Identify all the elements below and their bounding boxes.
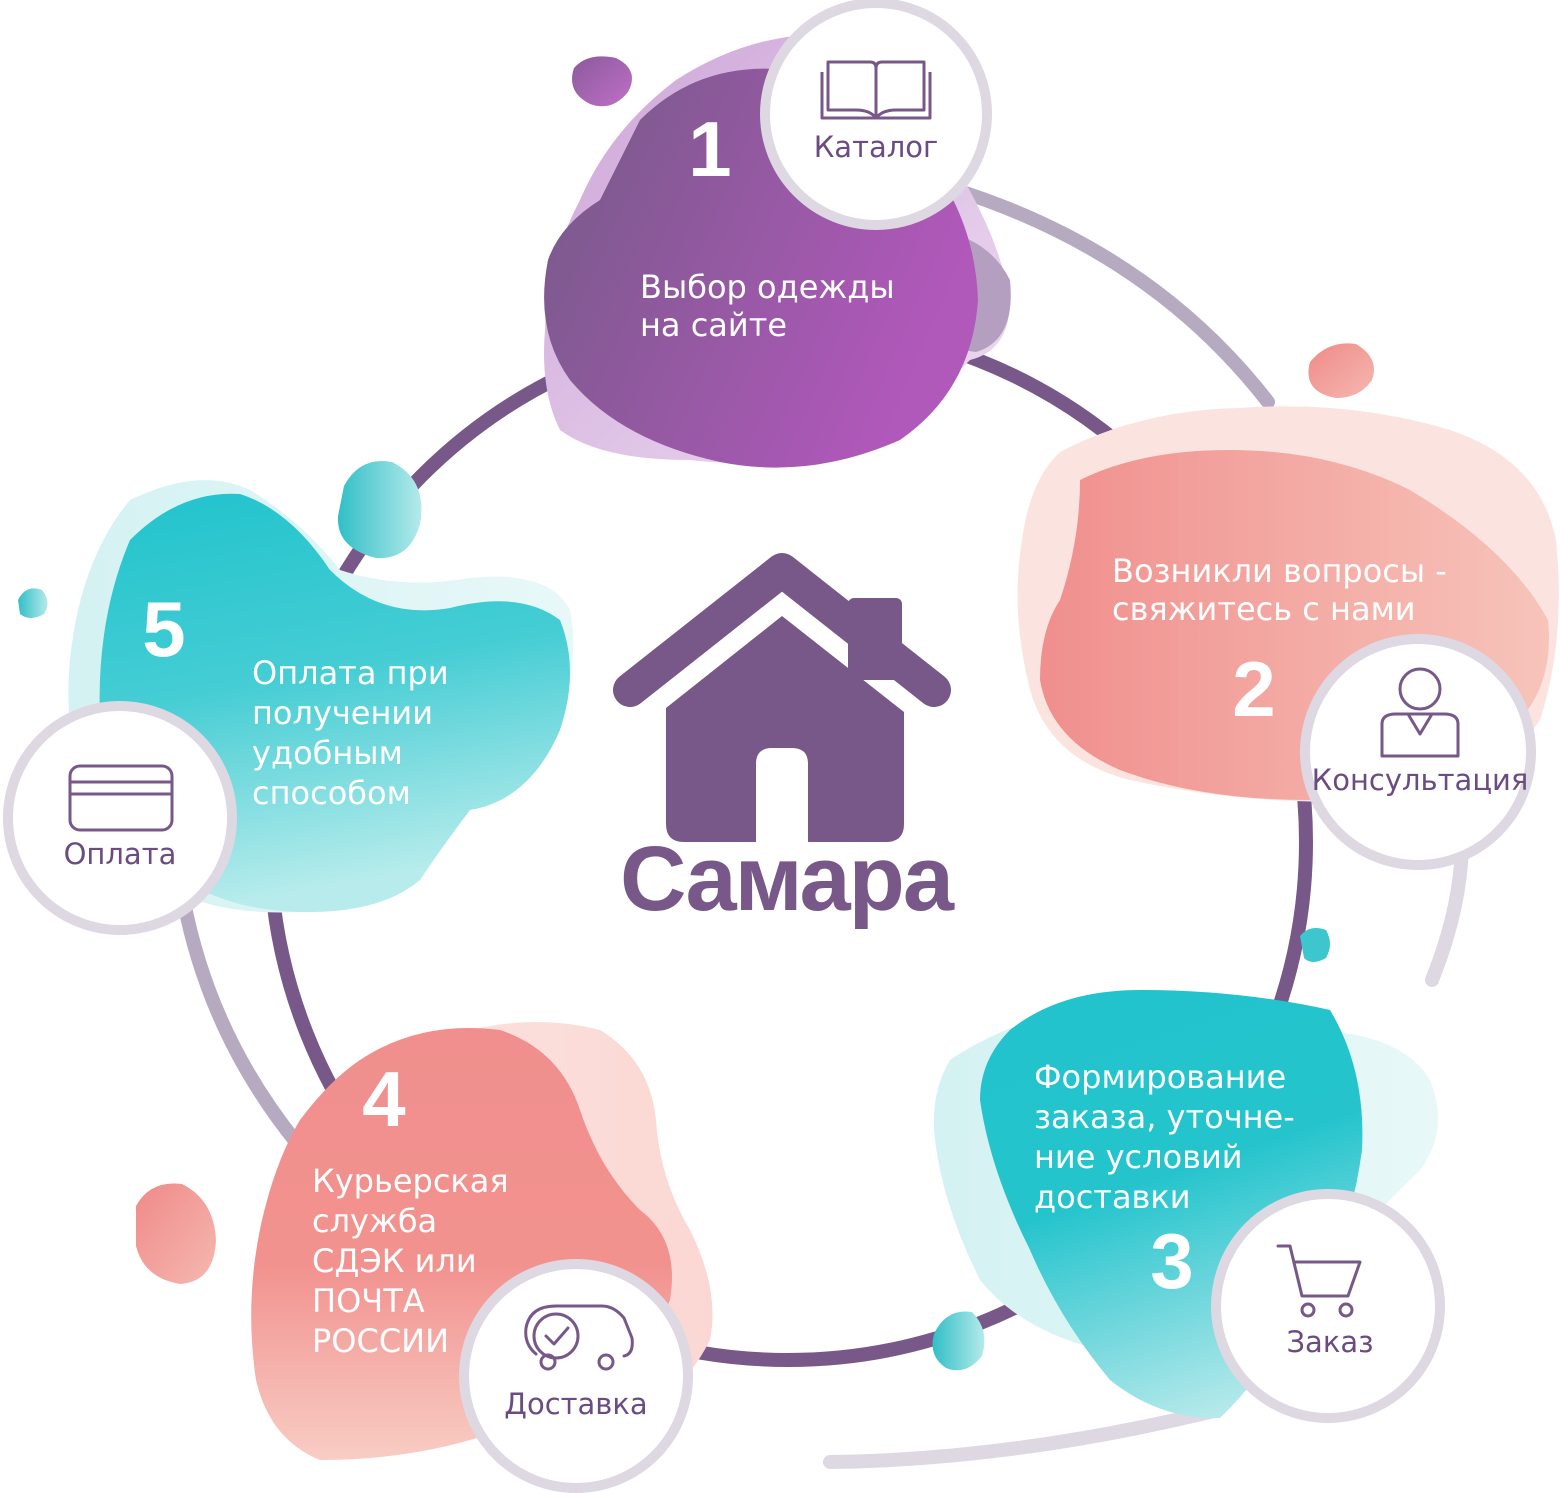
outer-arc-bottom bbox=[823, 1405, 1217, 1469]
outer-arc-left bbox=[177, 895, 303, 1149]
step-1-circle[interactable]: Каталог bbox=[760, 0, 992, 230]
step-2-circle-shape bbox=[1300, 634, 1536, 870]
step-2-description: Возникли вопросы - свяжитесь с нами bbox=[1112, 552, 1457, 628]
step-2-line-1: Возникли вопросы - bbox=[1112, 552, 1447, 590]
step-4-line-5: РОССИИ bbox=[312, 1322, 449, 1360]
step-1-line-2: на сайте bbox=[640, 306, 787, 344]
step-5-line-3: удобным bbox=[252, 734, 403, 772]
drop-pink-left bbox=[136, 1183, 216, 1284]
step-4-label: Доставка bbox=[504, 1387, 647, 1421]
step-4-line-4: ПОЧТА bbox=[312, 1282, 425, 1320]
decor-drops bbox=[18, 56, 1374, 1371]
step-5-circle-shape bbox=[3, 701, 237, 935]
step-2-circle[interactable]: Консультация bbox=[1300, 634, 1536, 870]
step-5-line-2: получении bbox=[252, 694, 433, 732]
step-2-line-2: свяжитесь с нами bbox=[1112, 590, 1416, 628]
step-1-label: Каталог bbox=[814, 130, 939, 164]
step-3-line-4: доставки bbox=[1034, 1178, 1191, 1216]
card-icon bbox=[68, 764, 174, 832]
drop-teal-small-right bbox=[1300, 928, 1330, 962]
step-5-circle[interactable]: Оплата bbox=[3, 701, 237, 935]
step-3-label: Заказ bbox=[1286, 1325, 1373, 1359]
step-4-number: 4 bbox=[362, 1055, 405, 1143]
step-5-line-4: способом bbox=[252, 774, 411, 812]
step-1-description: Выбор одежды на сайте bbox=[640, 268, 905, 344]
truck-icon bbox=[524, 1304, 634, 1371]
step-4-circle[interactable]: Доставка bbox=[459, 1259, 693, 1493]
step-3-line-1: Формирование bbox=[1034, 1058, 1286, 1096]
city-title: Самара bbox=[620, 828, 955, 930]
step-1-line-1: Выбор одежды bbox=[640, 268, 895, 306]
book-icon bbox=[820, 60, 932, 120]
cart-icon bbox=[1276, 1244, 1362, 1318]
step-1-number: 1 bbox=[688, 105, 731, 193]
step-3-line-2: заказа, уточне- bbox=[1034, 1098, 1295, 1136]
step-5-line-1: Оплата при bbox=[252, 654, 449, 692]
house-body bbox=[666, 616, 904, 842]
step-4-line-3: СДЭК или bbox=[312, 1242, 477, 1280]
step-3-circle[interactable]: Заказ bbox=[1211, 1189, 1445, 1423]
outer-arc-top-right bbox=[943, 181, 1275, 409]
step-2-number: 2 bbox=[1232, 645, 1275, 733]
house-icon bbox=[613, 553, 951, 842]
step-3-description: Формирование заказа, уточне- ние условий… bbox=[1034, 1058, 1305, 1216]
step-3-circle-shape bbox=[1211, 1189, 1445, 1423]
step-3-number: 3 bbox=[1150, 1217, 1193, 1305]
step-4-line-2: служба bbox=[312, 1202, 437, 1240]
step-3-line-3: ние условий bbox=[1034, 1138, 1243, 1176]
step-4-description: Курьерская служба СДЭК или ПОЧТА РОССИИ bbox=[312, 1162, 519, 1360]
step-5-label: Оплата bbox=[64, 837, 177, 871]
drop-purple bbox=[572, 56, 632, 107]
drop-teal-small-left bbox=[18, 588, 48, 618]
person-icon bbox=[1380, 667, 1460, 758]
house-chimney bbox=[848, 598, 902, 680]
step-5-description: Оплата при получении удобным способом bbox=[252, 654, 459, 812]
drop-teal-bottom bbox=[932, 1311, 985, 1371]
drop-teal-top bbox=[337, 461, 422, 559]
drop-pink-right bbox=[1308, 343, 1374, 398]
step-4-circle-shape bbox=[459, 1259, 693, 1493]
step-4-line-1: Курьерская bbox=[312, 1162, 509, 1200]
step-5-number: 5 bbox=[142, 585, 185, 673]
step-2-label: Консультация bbox=[1312, 763, 1529, 797]
